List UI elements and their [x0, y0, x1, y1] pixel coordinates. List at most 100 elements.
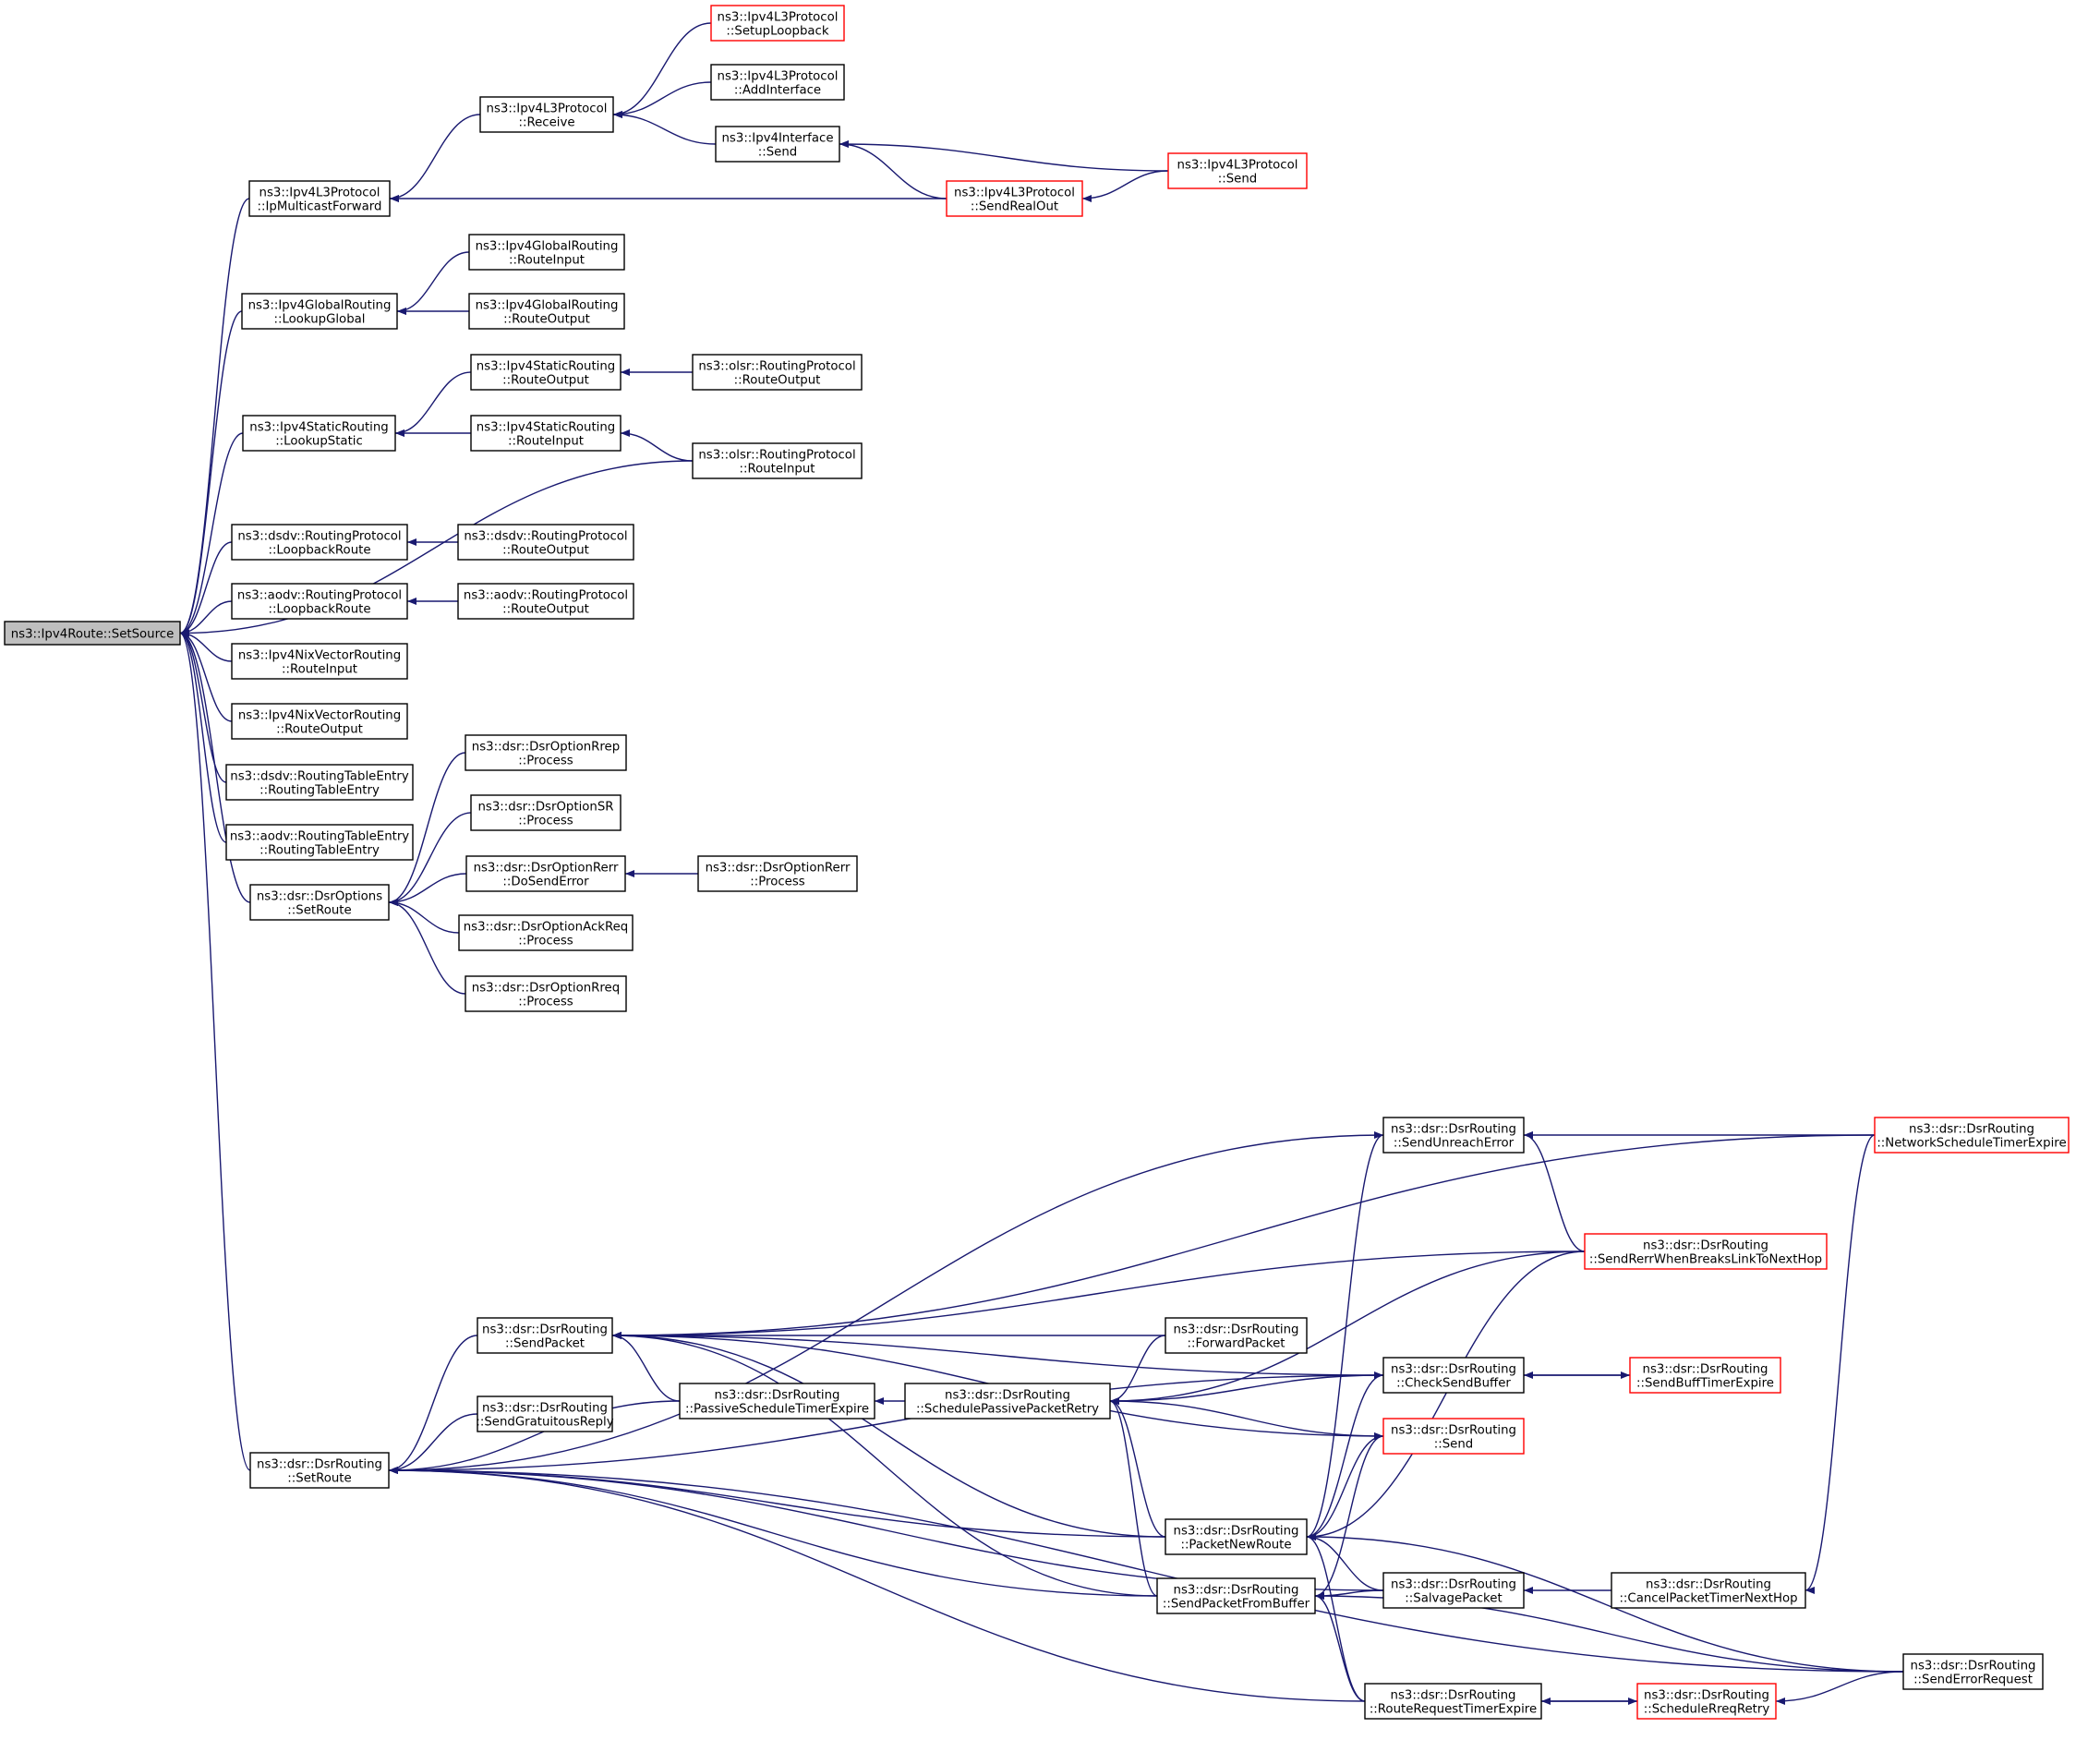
node-rerrbreaks[interactable]: ns3::dsr::DsrRouting::SendRerrWhenBreaks…	[1584, 1233, 1828, 1270]
node-ifsend[interactable]: ns3::Ipv4Interface::Send	[715, 126, 840, 163]
node-lookglobal[interactable]: ns3::Ipv4GlobalRouting::LookupGlobal	[241, 293, 398, 330]
call-edge-checkbuf-to-dsrsetroute	[388, 1374, 1384, 1474]
call-edge-dsrsend-to-schedpassive	[1109, 1397, 1384, 1437]
node-rreqexp[interactable]: ns3::dsr::DsrRouting::RouteRequestTimerE…	[1364, 1683, 1542, 1720]
node-aodvout[interactable]: ns3::aodv::RoutingProtocol::RouteOutput	[457, 583, 634, 620]
node-dsdvrte[interactable]: ns3::dsdv::RoutingTableEntry::RoutingTab…	[225, 764, 414, 801]
node-forward[interactable]: ns3::dsr::DsrRouting::ForwardPacket	[1165, 1317, 1308, 1354]
node-box	[465, 734, 627, 771]
node-box	[1382, 1572, 1525, 1609]
node-netsched[interactable]: ns3::dsr::DsrRouting::NetworkScheduleTim…	[1874, 1117, 2070, 1154]
node-box	[457, 583, 634, 620]
node-label: ns3::dsr::DsrRouting	[257, 1458, 382, 1472]
node-label: ns3::Ipv4GlobalRouting	[476, 299, 619, 313]
node-newroute[interactable]: ns3::dsr::DsrRouting::PacketNewRoute	[1165, 1518, 1308, 1555]
node-label: ::SetupLoopback	[726, 25, 828, 39]
node-dsrsetroute[interactable]: ns3::dsr::DsrRouting::SetRoute	[249, 1452, 390, 1489]
node-schedpassive[interactable]: ns3::dsr::DsrRouting::SchedulePassivePac…	[904, 1383, 1111, 1420]
call-edge-newroute-to-dsrsend	[1306, 1432, 1384, 1538]
call-edge-optsetroute-to-root	[179, 629, 251, 903]
node-box	[1156, 1577, 1316, 1614]
node-label: ::Send	[1434, 1438, 1473, 1452]
node-label: ns3::dsr::DsrRouting	[1646, 1578, 1771, 1592]
node-label: ns3::aodv::RoutingProtocol	[237, 589, 402, 603]
call-edge-ackreq-to-optsetroute	[388, 899, 460, 934]
node-label: ns3::dsr::DsrRouting	[1391, 1123, 1516, 1137]
node-dsdvlb[interactable]: ns3::dsdv::RoutingProtocol::LoopbackRout…	[231, 524, 408, 561]
node-grin[interactable]: ns3::Ipv4GlobalRouting::RouteInput	[468, 234, 625, 271]
node-label: ns3::dsr::DsrRouting	[1391, 1578, 1516, 1592]
node-box	[470, 794, 622, 831]
edge-path	[388, 812, 472, 906]
node-ipmf[interactable]: ns3::Ipv4L3Protocol::IpMulticastForward	[248, 180, 391, 217]
node-schedrreq[interactable]: ns3::dsr::DsrRouting::ScheduleRreqRetry	[1636, 1683, 1777, 1720]
edge-path	[1804, 1134, 1876, 1594]
node-dsdvout[interactable]: ns3::dsdv::RoutingProtocol::RouteOutput	[457, 524, 634, 561]
node-label: ::ScheduleRreqRetry	[1644, 1703, 1770, 1717]
edge-path	[179, 629, 251, 903]
node-srout[interactable]: ns3::Ipv4StaticRouting::RouteOutput	[470, 354, 622, 391]
node-rerrproc[interactable]: ns3::dsr::DsrOptionRerr::Process	[697, 855, 858, 892]
node-optsetroute[interactable]: ns3::dsr::DsrOptions::SetRoute	[249, 884, 390, 921]
call-edge-rreqexp-to-fromBuffer	[1314, 1592, 1366, 1702]
node-gratuitous[interactable]: ns3::dsr::DsrRouting::SendGratuitousRepl…	[476, 1395, 614, 1432]
node-label: ns3::olsr::RoutingProtocol	[698, 449, 855, 463]
node-addif[interactable]: ns3::Ipv4L3Protocol::AddInterface	[710, 64, 845, 101]
node-label: ns3::dsr::DsrRouting	[482, 1402, 608, 1416]
node-l3send[interactable]: ns3::Ipv4L3Protocol::Send	[1167, 152, 1308, 189]
edge-path	[396, 251, 470, 315]
node-errreq[interactable]: ns3::dsr::DsrRouting::SendErrorRequest	[1902, 1653, 2044, 1690]
node-box	[1165, 1518, 1308, 1555]
node-label: ns3::Ipv4Interface	[722, 132, 834, 146]
node-passive[interactable]: ns3::dsr::DsrRouting::PassiveScheduleTim…	[679, 1383, 875, 1420]
node-aodvlb[interactable]: ns3::aodv::RoutingProtocol::LoopbackRout…	[231, 583, 408, 620]
node-cancel[interactable]: ns3::dsr::DsrRouting::CancelPacketTimerN…	[1611, 1572, 1806, 1609]
node-rreq[interactable]: ns3::dsr::DsrOptionRreq::Process	[465, 975, 627, 1012]
node-lookstatic[interactable]: ns3::Ipv4StaticRouting::LookupStatic	[242, 415, 396, 452]
node-label: ns3::dsr::DsrRouting	[1644, 1689, 1769, 1703]
call-edge-ifsend-to-recv	[612, 111, 717, 145]
node-dsrsend[interactable]: ns3::dsr::DsrRouting::Send	[1382, 1418, 1525, 1455]
node-buffexp[interactable]: ns3::dsr::DsrRouting::SendBuffTimerExpir…	[1629, 1357, 1781, 1394]
node-root[interactable]: ns3::Ipv4Route::SetSource	[4, 621, 181, 646]
node-olsrin[interactable]: ns3::olsr::RoutingProtocol::RouteInput	[692, 442, 863, 479]
call-edge-dsdvrte-to-root	[179, 629, 227, 783]
node-unreach[interactable]: ns3::dsr::DsrRouting::SendUnreachError	[1382, 1117, 1525, 1154]
node-srin[interactable]: ns3::Ipv4StaticRouting::RouteInput	[470, 415, 622, 452]
node-box	[242, 415, 396, 452]
node-label: ::PassiveScheduleTimerExpire	[685, 1403, 869, 1417]
edge-path	[611, 1332, 1158, 1597]
node-setuplo[interactable]: ns3::Ipv4L3Protocol::SetupLoopback	[710, 5, 845, 42]
node-dosenderr[interactable]: ns3::dsr::DsrOptionRerr::DoSendError	[465, 855, 626, 892]
node-checkbuf[interactable]: ns3::dsr::DsrRouting::CheckSendBuffer	[1382, 1357, 1525, 1394]
node-label: ns3::Ipv4StaticRouting	[477, 421, 615, 435]
node-olsrout[interactable]: ns3::olsr::RoutingProtocol::RouteOutput	[692, 354, 863, 391]
node-rrep[interactable]: ns3::dsr::DsrOptionRrep::Process	[465, 734, 627, 771]
node-box	[468, 234, 625, 271]
node-aodvrte[interactable]: ns3::aodv::RoutingTableEntry::RoutingTab…	[225, 824, 414, 861]
node-label: ::SendRerrWhenBreaksLinkToNextHop	[1589, 1253, 1822, 1267]
node-box	[225, 764, 414, 801]
node-label: ns3::Ipv4NixVectorRouting	[238, 649, 401, 663]
node-sendpacket[interactable]: ns3::dsr::DsrRouting::SendPacket	[477, 1317, 613, 1354]
node-nixin[interactable]: ns3::Ipv4NixVectorRouting::RouteInput	[231, 643, 408, 680]
node-box	[697, 855, 858, 892]
node-fromBuffer[interactable]: ns3::dsr::DsrRouting::SendPacketFromBuff…	[1156, 1577, 1316, 1614]
node-optsr[interactable]: ns3::dsr::DsrOptionSR::Process	[470, 794, 622, 831]
node-label: ::RouteOutput	[502, 603, 589, 617]
node-box	[679, 1383, 875, 1420]
node-label: ns3::dsr::DsrRouting	[1174, 1323, 1299, 1337]
node-sendreal[interactable]: ns3::Ipv4L3Protocol::SendRealOut	[946, 180, 1083, 217]
node-box	[1167, 152, 1308, 189]
node-nixout[interactable]: ns3::Ipv4NixVectorRouting::RouteOutput	[231, 703, 408, 740]
node-recv[interactable]: ns3::Ipv4L3Protocol::Receive	[479, 96, 614, 133]
node-box	[4, 621, 181, 646]
node-layer: ns3::Ipv4Route::SetSource ns3::Ipv4L3Prot…	[4, 5, 2070, 1720]
node-label: ::CheckSendBuffer	[1396, 1377, 1511, 1391]
node-salvage[interactable]: ns3::dsr::DsrRouting::SalvagePacket	[1382, 1572, 1525, 1609]
node-box	[692, 442, 863, 479]
node-label: ::SendPacketFromBuffer	[1163, 1598, 1310, 1612]
node-grout[interactable]: ns3::Ipv4GlobalRouting::RouteOutput	[468, 293, 625, 330]
node-ackreq[interactable]: ns3::dsr::DsrOptionAckReq::Process	[458, 914, 634, 951]
call-edge-checkbuf-to-sendpacket	[611, 1332, 1384, 1376]
